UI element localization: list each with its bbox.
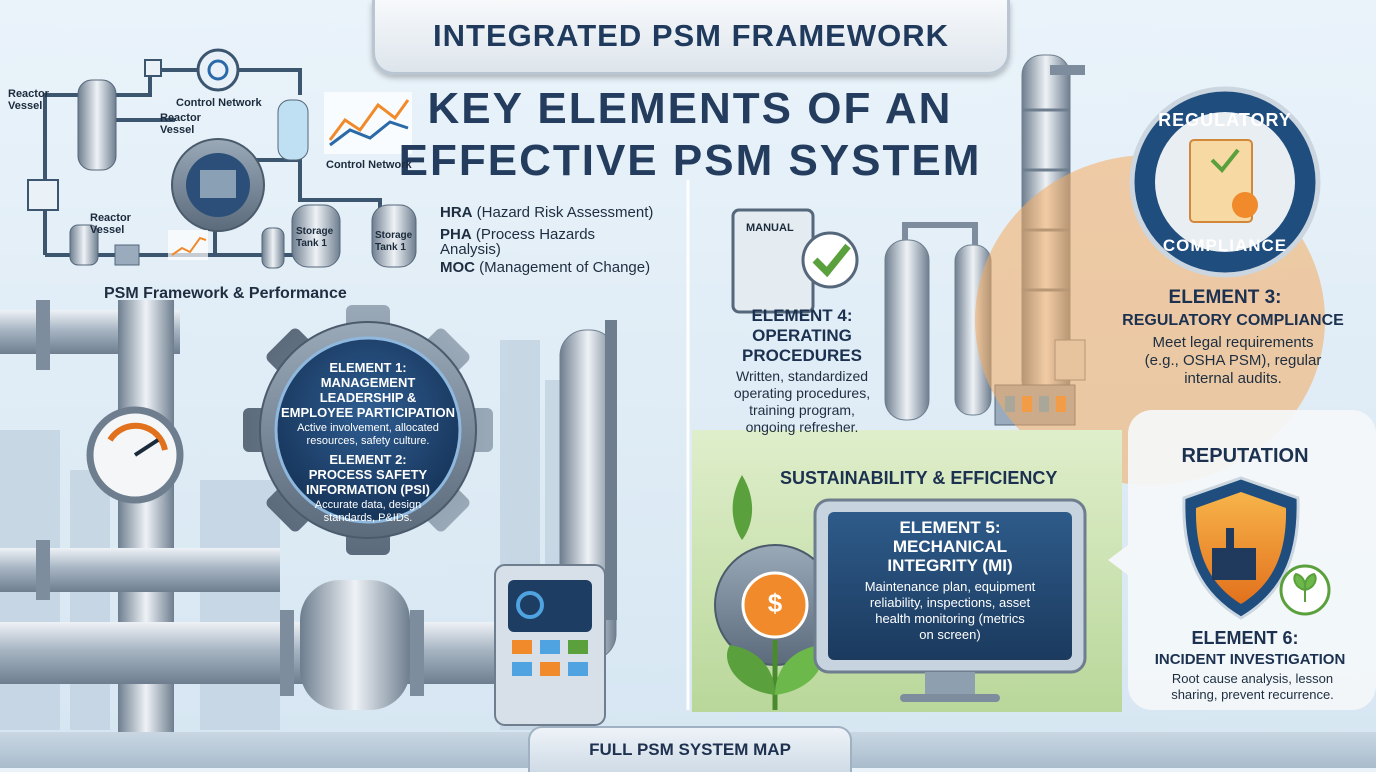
element3-title: ELEMENT 3:	[1168, 287, 1282, 308]
element2-description: Accurate data, design standards, P&IDs.	[314, 499, 422, 524]
storage-tank-label-1: Storage Tank 1	[296, 226, 334, 249]
element3-subtitle: REGULATORY COMPLIANCE	[1122, 312, 1344, 329]
footer-tab: FULL PSM SYSTEM MAP	[528, 726, 852, 772]
reactor-vessel-label-3: Reactor Vessel	[90, 212, 131, 236]
control-network-label-2: Control Network	[326, 159, 412, 171]
manual-icon-label: MANUAL	[746, 222, 794, 234]
abbreviation-list: HRA (Hazard Risk Assessment) PHA (Proces…	[440, 204, 653, 276]
headline-line1: KEY ELEMENTS OF AN	[427, 84, 953, 133]
badge-text-bottom: COMPLIANCE	[1162, 236, 1288, 255]
abbreviation-item-pha: PHA (Process Hazards Analysis)	[440, 226, 596, 258]
element5-title: ELEMENT 5: MECHANICAL INTEGRITY (MI)	[887, 518, 1013, 575]
element6-description: Root cause analysis, lesson sharing, pre…	[1171, 671, 1334, 702]
element5-block: ELEMENT 5: MECHANICAL INTEGRITY (MI) Mai…	[836, 518, 1064, 643]
element1-block: ELEMENT 1: MANAGEMENT LEADERSHIP & EMPLO…	[278, 360, 458, 525]
sustainability-title: SUSTAINABILITY & EFFICIENCY	[780, 468, 1058, 488]
element4-title: ELEMENT 4: OPERATING PROCEDURES	[742, 306, 862, 365]
footer-label: FULL PSM SYSTEM MAP	[589, 740, 791, 759]
reputation-title: REPUTATION	[1181, 445, 1309, 467]
headline-line2: EFFECTIVE PSM SYSTEM	[398, 136, 982, 185]
abbreviation-item-moc: MOC (Management of Change)	[440, 259, 651, 276]
element5-description: Maintenance plan, equipment reliability,…	[864, 579, 1036, 642]
badge-text-top: REGULATORY	[1158, 110, 1292, 130]
element3-description: Meet legal requirements (e.g., OSHA PSM)…	[1144, 334, 1322, 387]
element4-description: Written, standardized operating procedur…	[733, 368, 871, 435]
reactor-vessel-label-2: Reactor Vessel	[160, 112, 201, 136]
storage-tank-label-2: Storage Tank 1	[375, 230, 413, 253]
page-title-banner: INTEGRATED PSM FRAMEWORK	[372, 0, 1010, 75]
page-title: INTEGRATED PSM FRAMEWORK	[433, 18, 949, 53]
element1-description: Active involvement, allocated resources,…	[297, 422, 439, 447]
element6-title: ELEMENT 6:	[1191, 628, 1299, 648]
reactor-vessel-label-1: Reactor Vessel	[8, 88, 49, 112]
abbreviation-item-hra: HRA (Hazard Risk Assessment)	[440, 204, 654, 221]
element2-title: ELEMENT 2: PROCESS SAFETY INFORMATION (P…	[306, 452, 430, 497]
element1-title: ELEMENT 1: MANAGEMENT LEADERSHIP & EMPLO…	[280, 360, 456, 420]
framework-caption: PSM Framework & Performance	[104, 285, 347, 302]
control-network-label-1: Control Network	[176, 97, 262, 109]
dollar-icon: $	[767, 588, 783, 618]
element6-subtitle: INCIDENT INVESTIGATION	[1154, 651, 1346, 668]
